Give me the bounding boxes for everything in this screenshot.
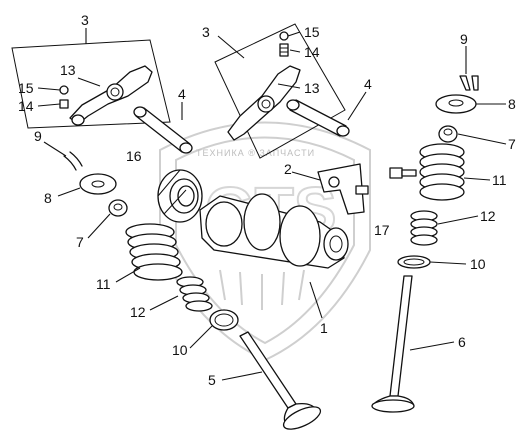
bolt	[389, 167, 417, 179]
valve-keepers-left	[63, 151, 83, 171]
valve-keepers-right	[459, 75, 479, 91]
callout-9-right: 9	[460, 31, 468, 47]
callout-7-right: 7	[508, 136, 516, 152]
callout-8-right: 8	[508, 96, 516, 112]
callout-2: 2	[284, 161, 292, 177]
rocker-arm-assembly-left	[11, 39, 171, 129]
callout-12-left: 12	[130, 304, 146, 320]
callout-15-left: 15	[18, 80, 34, 96]
valve-spring-inner-right	[410, 210, 438, 246]
watermark-caption: ТЕХНИКА ® ЗАПЧАСТИ	[196, 148, 315, 158]
callout-1: 1	[320, 320, 328, 336]
callout-14-left: 14	[18, 98, 34, 114]
bearing	[157, 169, 203, 223]
callout-9-left: 9	[34, 128, 42, 144]
spring-retainer-left	[79, 173, 117, 195]
callout-7-left: 7	[76, 234, 84, 250]
valve-spring-outer-right	[419, 143, 465, 201]
callouts: 3 3 15 14 13 15 14 13 9 4 4 8 9 16 7 2 8…	[18, 12, 516, 388]
callout-4-left: 4	[178, 86, 186, 102]
push-rod-left	[133, 106, 193, 154]
callout-13-left: 13	[60, 62, 76, 78]
valve-spring-outer-left	[125, 223, 183, 281]
valve-spring-inner-left	[176, 276, 213, 312]
spring-retainer-right	[435, 94, 477, 114]
valve-washer-right	[397, 255, 431, 269]
callout-12-right: 12	[480, 208, 496, 224]
callout-6: 6	[458, 334, 466, 350]
leader-lines	[37, 28, 507, 381]
callout-11-right: 11	[492, 172, 507, 188]
camshaft	[199, 193, 349, 269]
push-rod-right	[286, 99, 350, 137]
callout-10-left: 10	[172, 342, 188, 358]
callout-5: 5	[208, 372, 216, 388]
callout-3-right: 3	[202, 24, 210, 40]
callout-16: 16	[126, 148, 142, 164]
valve-right	[371, 275, 415, 413]
valve-seal-right	[438, 125, 458, 143]
valve-seal-left	[108, 199, 128, 217]
bracket	[317, 163, 369, 215]
callout-14-right: 14	[304, 44, 320, 60]
callout-17: 17	[374, 222, 390, 238]
callout-15-right: 15	[304, 24, 320, 40]
callout-10-right: 10	[470, 256, 486, 272]
callout-4-right: 4	[364, 76, 372, 92]
callout-8-left: 8	[44, 190, 52, 206]
callout-13-right: 13	[304, 80, 320, 96]
valve-left	[239, 331, 322, 430]
callout-11-left: 11	[96, 276, 111, 292]
callout-3-left: 3	[81, 12, 89, 28]
valve-washer-left	[209, 309, 239, 331]
